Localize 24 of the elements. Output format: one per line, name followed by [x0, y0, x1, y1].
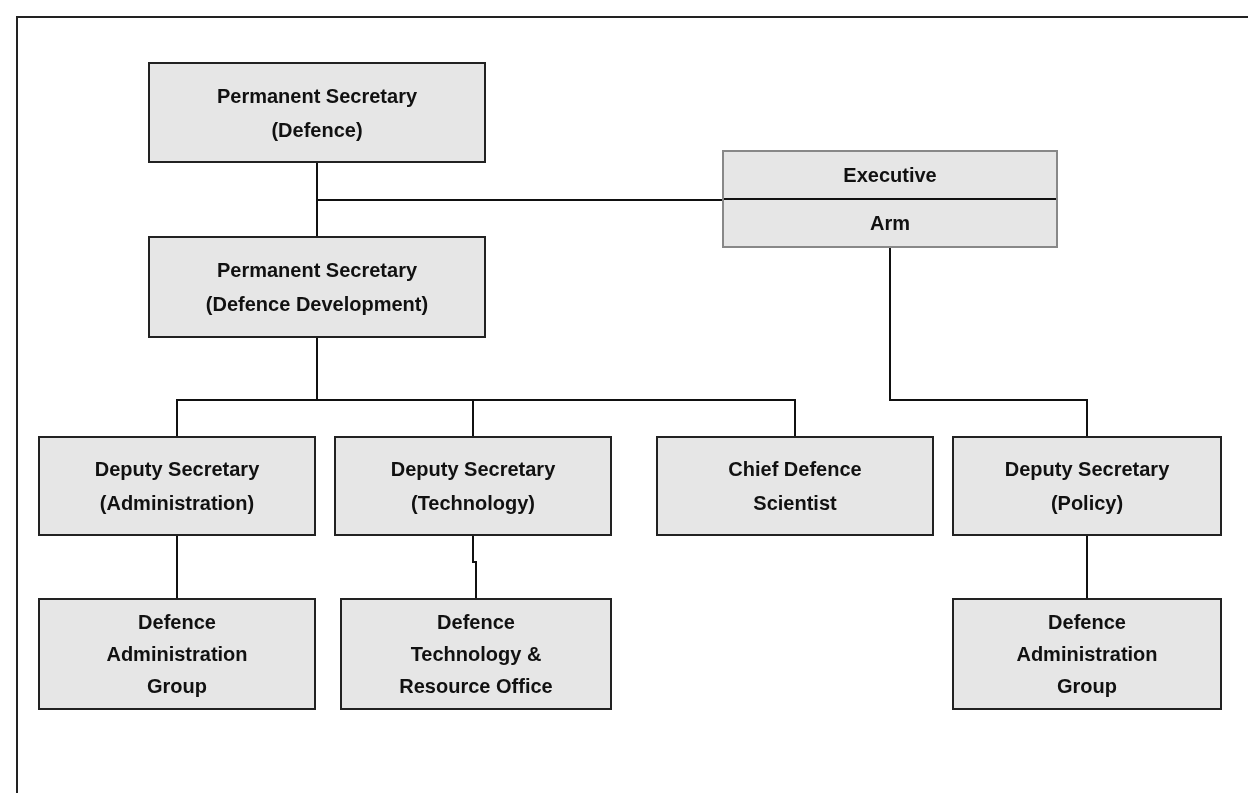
- connector-line: [889, 247, 1088, 437]
- org-box: [148, 62, 486, 163]
- box-title: Defence Administration Group: [1015, 610, 1159, 699]
- box-title: Permanent Secretary (Defence): [215, 83, 419, 143]
- box-title: Defence Administration Group: [105, 610, 249, 699]
- org-box: [38, 436, 316, 536]
- org-box: [952, 598, 1222, 710]
- box-title: Chief Defence Scientist: [727, 457, 863, 516]
- box-title: Executive Arm: [842, 163, 938, 236]
- box-title: Deputy Secretary (Technology): [389, 457, 557, 516]
- org-box: [334, 436, 612, 536]
- org-box: [38, 598, 316, 710]
- box-title: Permanent Secretary (Defence Development): [204, 258, 430, 317]
- box-title: Defence Technology & Resource Office: [398, 610, 554, 699]
- connector-line: [472, 535, 477, 599]
- box-title: Deputy Secretary (Administration): [93, 457, 261, 516]
- org-box: [148, 236, 486, 338]
- org-box: [722, 150, 1058, 248]
- org-box: [340, 598, 612, 710]
- box-title: Deputy Secretary (Policy): [1003, 457, 1171, 516]
- org-box: [952, 436, 1222, 536]
- connector-line: [1086, 535, 1088, 599]
- org-box: [656, 436, 934, 536]
- connector-line: [176, 535, 178, 599]
